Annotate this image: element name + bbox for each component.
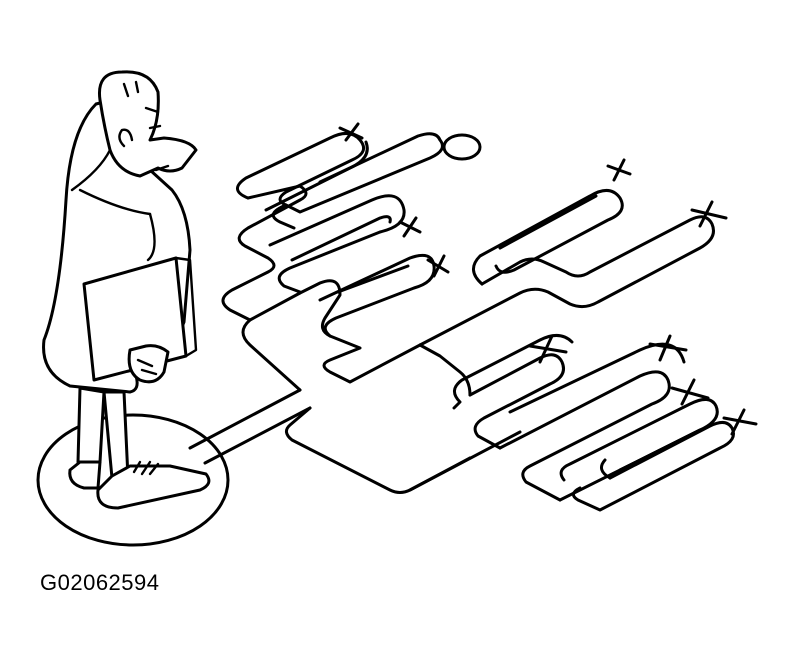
figure-code: G02062594 [40,570,160,595]
small-circle [442,133,482,161]
x-marks [338,122,758,436]
maze-paths [188,132,735,512]
start-circle [36,413,230,547]
standing-man [42,70,211,510]
